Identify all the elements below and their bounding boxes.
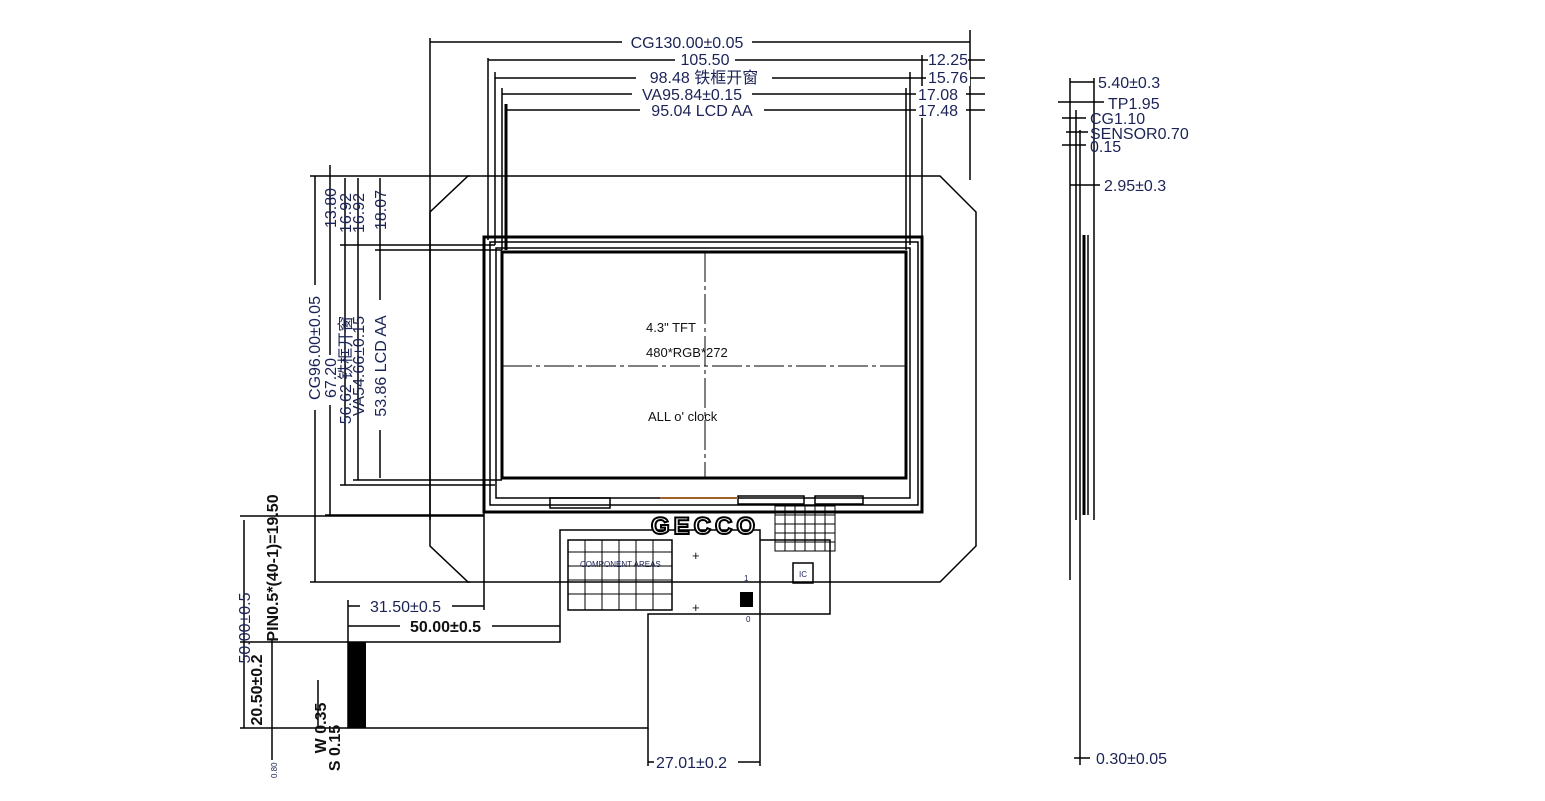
- fpc-dimensions: PIN0.5*(40-1)=19.50 50.00±0.5 31.50±0.5 …: [237, 494, 761, 778]
- cover-glass-outline: [429, 175, 977, 583]
- pin-pitch-dim: PIN0.5*(40-1)=19.50: [265, 494, 282, 641]
- dim-16-92-a: 16.92: [338, 193, 355, 233]
- cg-thickness: CG1.10: [1090, 111, 1145, 128]
- dim-17-48: 17.48: [918, 103, 958, 120]
- lcd-aa-height: 53.86 LCD AA: [373, 315, 390, 417]
- cg-width-dim: CG130.00±0.05: [631, 35, 744, 52]
- dim-50-00: 50.00±0.5: [410, 619, 481, 636]
- frame-window-width: 98.48 铁框开窗: [650, 69, 759, 87]
- top-dimensions: CG130.00±0.05 105.50 98.48 铁框开窗 VA95.84±…: [429, 30, 985, 520]
- frame-window-height: 56.62 铁框开窗: [337, 316, 355, 425]
- panel-resolution: 480*RGB*272: [646, 345, 728, 360]
- dim-0-80: 0.80: [270, 762, 279, 778]
- plus-mark-top: +: [692, 548, 700, 563]
- plus-mark-bottom: +: [692, 600, 700, 615]
- trace-space: S 0.15: [327, 725, 344, 771]
- fpc-thickness: 0.30±0.05: [1096, 751, 1167, 768]
- dim-20-50: 20.50±0.2: [249, 654, 266, 725]
- tp-thickness: TP1.95: [1108, 96, 1160, 113]
- component-area-label: COMPONENT AREAS: [580, 560, 661, 569]
- dim-16-92-b: 16.92: [351, 193, 368, 233]
- va-width: VA95.84±0.15: [642, 87, 742, 104]
- fpc: GECCO COMPONENT AREAS + + IC 1 0: [347, 505, 836, 729]
- ic-label: IC: [799, 570, 807, 579]
- trace-width: W 0.35: [313, 703, 330, 754]
- left-dimensions: CG96.00±0.05 67.20 56.62 铁框开窗 VA54.66±0.…: [305, 165, 502, 583]
- dim-31-50: 31.50±0.5: [370, 599, 441, 616]
- va-height: VA54.66±0.15: [351, 316, 368, 416]
- pin-0-label: 0: [746, 615, 751, 624]
- sensor-thickness: SENSOR0.70: [1090, 126, 1189, 143]
- fpc-length-dim: 50.00±0.5: [237, 592, 254, 663]
- dim-18-07: 18.07: [373, 190, 390, 230]
- gecco-logo: GECCO: [651, 513, 759, 540]
- total-thickness: 5.40±0.3: [1098, 75, 1160, 92]
- dim-12-25: 12.25: [928, 52, 968, 69]
- display-panel: 4.3" TFT 480*RGB*272 ALL o' clock: [482, 235, 924, 514]
- dim-27-01: 27.01±0.2: [656, 755, 727, 772]
- dim-67-20: 67.20: [323, 358, 340, 398]
- dim-105: 105.50: [681, 52, 730, 69]
- dim-2-95: 2.95±0.3: [1104, 178, 1166, 195]
- cg-height-dim: CG96.00±0.05: [307, 296, 324, 400]
- viewing-direction: ALL o' clock: [648, 409, 718, 424]
- dim-15-76: 15.76: [928, 70, 968, 87]
- dim-13-80: 13.80: [323, 188, 340, 228]
- dim-17-08: 17.08: [918, 87, 958, 104]
- side-view: 5.40±0.3 TP1.95 CG1.10 SENSOR0.70 0.15 2…: [1058, 75, 1189, 768]
- lcd-aa-width: 95.04 LCD AA: [651, 103, 753, 120]
- gap-thickness: 0.15: [1090, 139, 1121, 156]
- panel-size: 4.3" TFT: [646, 320, 696, 335]
- pin-1-label: 1: [744, 574, 749, 583]
